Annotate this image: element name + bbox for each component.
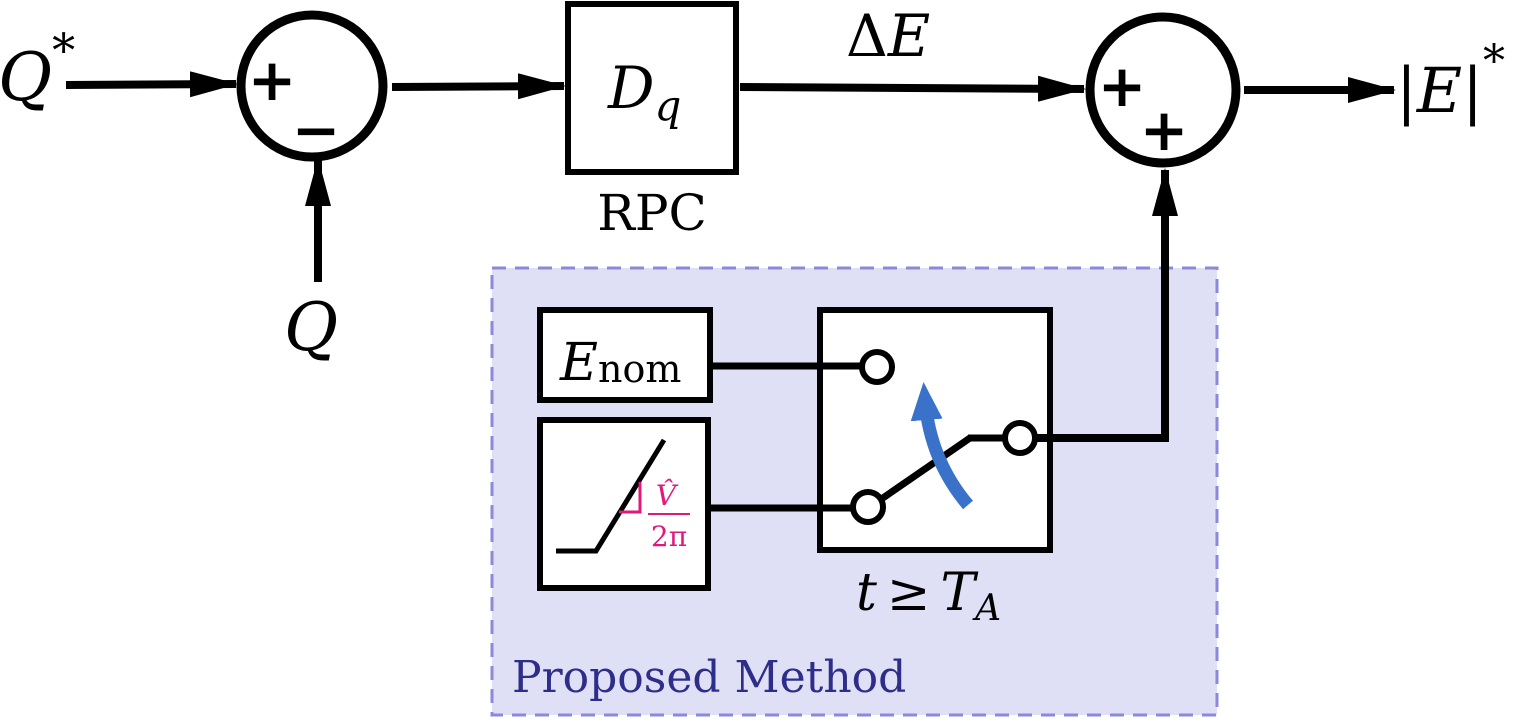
reference-arrow [65,71,238,98]
slope-marker [619,482,642,514]
summing-junction-1: + − [236,10,388,164]
reference-input: Q* [0,23,238,116]
delta-e-arrow [739,75,1086,102]
output-label: |E|* [1396,36,1505,127]
rpc-caption: RPC [597,184,707,242]
summer-2-plus-bottom: + [1140,96,1189,164]
summer-1-circle [236,10,388,162]
ramp-contact [850,489,886,525]
rpc-block: Dq RPC [565,1,739,242]
summing-junction-2: + + [1085,12,1241,168]
ramp-block: V̂ 2π [537,417,711,591]
enom-contact [859,349,895,385]
summer-2-circle [1085,12,1241,168]
summer-1-minus-sign: − [292,96,341,164]
enom-block: Enom [537,307,713,403]
rpc-block-box [565,1,739,175]
switch-condition: t≥TA [856,563,1001,629]
ramp-curve [556,438,667,554]
slope-denominator: 2π [651,520,687,553]
enom-block-box [537,307,713,403]
proposed-method-title: Proposed Method [512,652,906,703]
feedback-input: Q [284,158,338,366]
common-contact [1002,420,1038,456]
delta-e-label: ΔE [846,2,930,70]
switch-block: t≥TA [708,307,1053,629]
reference-input-label: Q* [0,23,75,116]
switch-blade [878,435,972,503]
error-signal-arrow [391,73,566,100]
summer-2-plus-left: + [1098,52,1147,120]
rpc-gain-label: Dq [607,54,681,130]
summer-1-plus-sign: + [248,46,297,114]
switch-direction-arrow [910,382,974,510]
slope-numerator: V̂ [656,479,679,512]
enom-label: Enom [559,333,681,393]
switch-output-wire [1036,168,1178,442]
output-signal: |E|* [1244,36,1505,127]
feedback-input-label: Q [284,289,338,366]
